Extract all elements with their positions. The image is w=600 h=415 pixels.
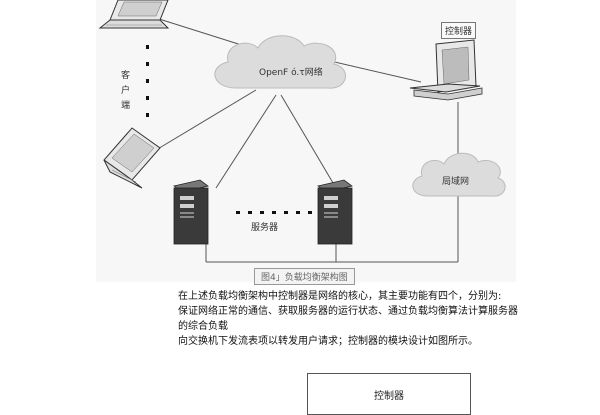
controller-module-box: 控制器 <box>307 373 471 415</box>
line-cloud-to-server-left <box>215 94 277 189</box>
body-text-line-1: 在上述负载均衡架构中控制器是网络的核心，其主要功能有四个，分别为: <box>178 291 502 302</box>
body-text-line-2: 保证网络正常的通信、获取服务器的运行状态、通过负载均衡算法计算服务器的综合负载 <box>178 306 518 332</box>
body-text: 在上述负载均衡架构中控制器是网络的核心，其主要功能有四个，分别为: 保证网络正常… <box>178 289 520 349</box>
client-laptop-bottom-icon <box>103 127 161 189</box>
wan-label: 局域网 <box>442 177 470 187</box>
client-label: 客户端 <box>119 70 129 115</box>
controller-computer-icon <box>409 39 483 101</box>
wan-cloud-icon <box>412 152 506 197</box>
controller-module-title: 控制器 <box>374 391 404 402</box>
line-client-bottom-to-cloud <box>155 89 257 151</box>
line-cloud-to-controller <box>325 59 422 83</box>
openflow-cloud-icon <box>214 35 346 89</box>
client-laptop-top-icon <box>98 0 170 29</box>
controller-label: 控制器 <box>441 22 477 39</box>
line-cloud-to-server-right <box>280 94 337 189</box>
architecture-diagram <box>98 0 506 263</box>
figure-caption: 图4」负载均衡架构图 <box>254 268 355 285</box>
server-dots <box>236 211 312 214</box>
line-client-top-to-cloud <box>155 17 252 49</box>
openflow-cloud-label: OpenF ó.τ网络 <box>259 68 323 78</box>
server-left-icon <box>173 179 209 245</box>
client-dots <box>146 45 149 117</box>
body-text-line-3: 向交换机下发流表项以转发用户请求；控制器的模块设计如图所示。 <box>178 336 478 347</box>
server-right-icon <box>317 179 353 245</box>
server-label: 服务器 <box>251 223 279 233</box>
load-balancing-architecture-figure: OpenF ó.τ网络 客户端 服务器 控制器 局域网 图4」负载均衡架构图 <box>96 0 516 285</box>
